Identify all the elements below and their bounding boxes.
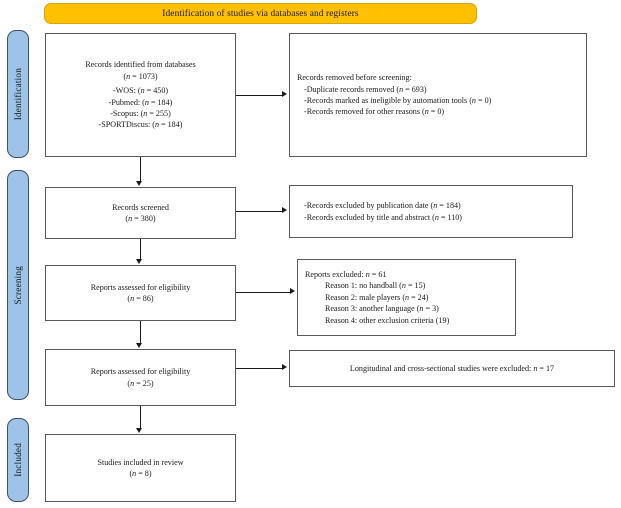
reports-excluded-reason-1: Reason 1: no handball (n = 15) [325, 281, 426, 291]
records-excluded-item-pubdate: -Records excluded by publication date (n… [304, 201, 461, 211]
reports-excluded-title: Reports excluded: n = 61 [305, 269, 387, 279]
diagram-banner-label: Identification of studies via databases … [162, 8, 359, 19]
reports-excluded-reason-2: Reason 2: male players (n = 24) [325, 292, 429, 302]
arrowhead-eligibility25-to-longitudinal [282, 364, 287, 371]
reports-eligibility-25-title: Reports assessed for eligibility [90, 367, 191, 377]
records-identified-count: (n = 1073) [123, 71, 158, 81]
box-longitudinal-excluded: Longitudinal and cross-sectional studies… [289, 350, 615, 387]
stage-tab-included-label: Included [13, 443, 23, 477]
reports-eligibility-86-title: Reports assessed for eligibility [90, 282, 191, 292]
records-identified-source-wos: -WOS: (n = 450) [112, 86, 169, 96]
records-identified-source-sportdiscus: -SPORTDiscus: (n = 184) [98, 120, 183, 130]
connector-eligibility86-to-eligibility25 [140, 321, 141, 343]
records-identified-source-scopus: -Scopus: (n = 255) [110, 108, 171, 118]
records-removed-title: Records removed before screening: [297, 73, 412, 83]
connector-screened-to-excluded [236, 211, 282, 212]
records-removed-item-automation: -Records marked as ineligible by automat… [304, 96, 492, 105]
records-removed-item-duplicates: -Duplicate records removed (n = 693) [304, 84, 427, 94]
arrowhead-eligibility25-to-included [136, 428, 143, 433]
records-identified-title: Records identified from databases [85, 60, 196, 70]
records-removed-item-other: -Records removed for other reasons (n = … [304, 107, 445, 117]
stage-tab-identification: Identification [7, 30, 29, 158]
arrowhead-eligibility86-to-eligibility25 [136, 343, 143, 348]
reports-excluded-reason-4: Reason 4: other exclusion criteria (19) [325, 315, 450, 325]
arrowhead-screened-to-eligibility86 [136, 259, 143, 264]
diagram-banner: Identification of studies via databases … [44, 3, 477, 24]
reports-eligibility-25-count: (n = 25) [127, 378, 154, 388]
connector-identified-to-screened [140, 157, 141, 181]
box-records-identified: Records identified from databases (n = 1… [45, 33, 236, 157]
connector-eligibility25-to-included [140, 406, 141, 428]
stage-tab-screening-label: Screening [13, 265, 23, 305]
arrowhead-identified-to-screened [136, 181, 143, 186]
stage-tab-identification-label: Identification [13, 67, 23, 121]
stage-tab-screening: Screening [7, 170, 29, 400]
studies-included-count: (n = 8) [129, 469, 152, 478]
box-reports-eligibility-25: Reports assessed for eligibility (n = 25… [45, 349, 236, 406]
reports-eligibility-86-count: (n = 86) [127, 294, 154, 303]
connector-eligibility25-to-longitudinal [236, 368, 282, 369]
records-screened-count: (n = 380) [125, 214, 156, 223]
reports-excluded-reason-3: Reason 3: another language (n = 3) [325, 304, 439, 314]
longitudinal-excluded-title: Longitudinal and cross-sectional studies… [349, 363, 555, 373]
arrowhead-screened-to-excluded [282, 207, 287, 214]
connector-identified-to-removed [236, 95, 282, 96]
connector-eligibility86-to-excluded [236, 292, 290, 293]
box-reports-excluded: Reports excluded: n = 61 Reason 1: no ha… [297, 259, 516, 336]
connector-screened-to-eligibility86 [140, 239, 141, 259]
box-reports-eligibility-86: Reports assessed for eligibility (n = 86… [45, 265, 236, 321]
studies-included-title: Studies included in review [97, 457, 184, 467]
stage-tab-included: Included [7, 418, 29, 502]
arrowhead-identified-to-removed [282, 91, 287, 98]
box-records-removed: Records removed before screening: -Dupli… [289, 33, 587, 157]
records-excluded-item-title-abstract: -Records excluded by title and abstract … [304, 212, 463, 222]
records-identified-source-pubmed: -Pubmed: (n = 184) [108, 97, 173, 107]
box-records-excluded: -Records excluded by publication date (n… [289, 185, 573, 238]
arrowhead-eligibility86-to-excluded [290, 288, 295, 295]
box-studies-included: Studies included in review (n = 8) [45, 434, 236, 502]
box-records-screened: Records screened (n = 380) [45, 187, 236, 239]
records-screened-title: Records screened [112, 202, 169, 212]
